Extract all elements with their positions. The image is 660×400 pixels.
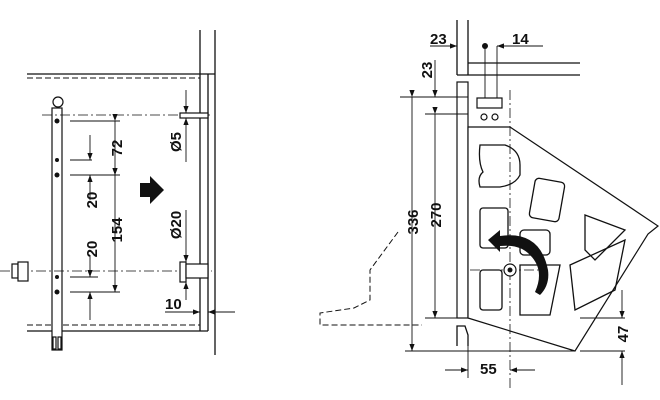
dim-23-side: 23 xyxy=(419,62,436,79)
dim-336: 336 xyxy=(405,209,422,234)
dim-55: 55 xyxy=(480,361,497,378)
dim-23-top: 23 xyxy=(430,31,447,48)
door-panel xyxy=(456,81,469,319)
dim-diameter-5: Ø5 xyxy=(168,132,185,152)
mounting-holes xyxy=(54,118,60,295)
dim-154: 154 xyxy=(109,217,126,243)
lift-arm-rail xyxy=(51,107,63,351)
dim-14: 14 xyxy=(512,31,529,48)
direction-arrow-icon xyxy=(140,176,164,204)
dim-20-lower: 20 xyxy=(84,241,101,258)
dim-270: 270 xyxy=(428,202,445,227)
dim-10: 10 xyxy=(165,296,182,313)
side-view: 23 14 23 336 270 55 47 xyxy=(319,20,660,390)
dim-diameter-20: Ø20 xyxy=(168,211,185,239)
dim-72: 72 xyxy=(109,140,126,157)
dim-47: 47 xyxy=(615,326,632,343)
rotation-arrow-icon xyxy=(488,230,549,295)
dim-20-upper: 20 xyxy=(84,192,101,209)
front-view: 72 20 154 20 Ø5 Ø20 10 xyxy=(0,30,235,355)
